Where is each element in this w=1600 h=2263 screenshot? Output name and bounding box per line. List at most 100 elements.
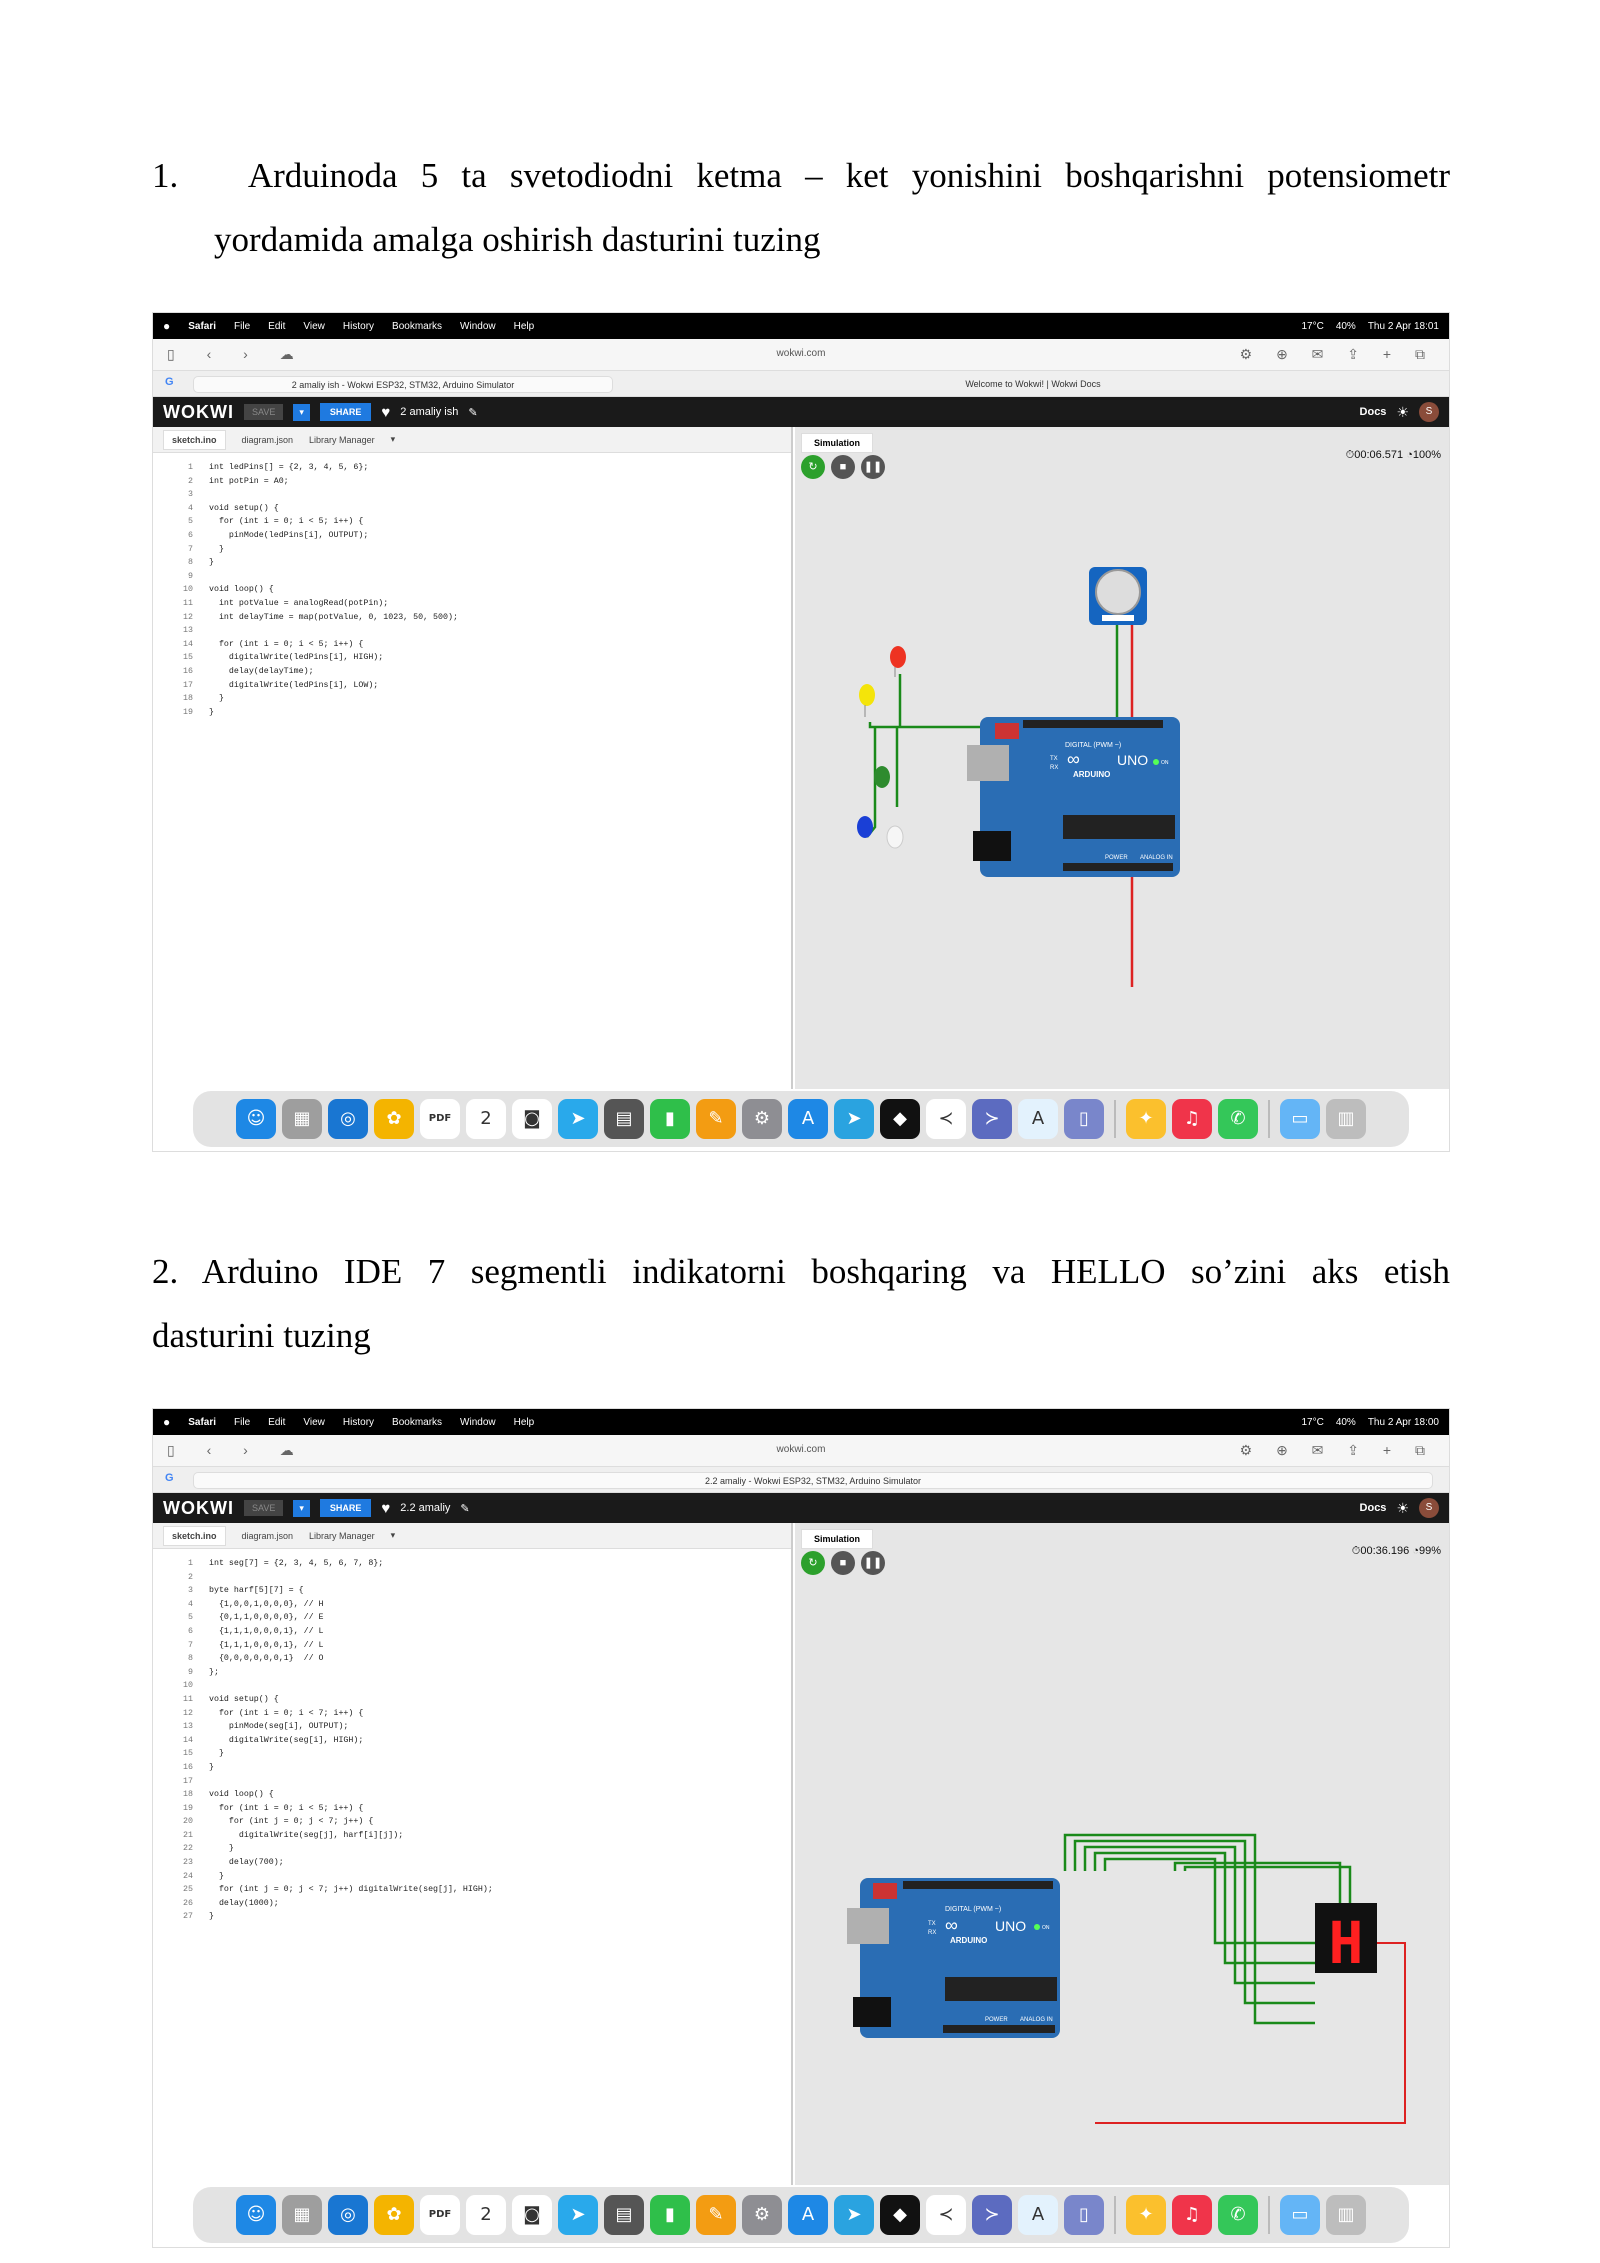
tab-wokwi-docs[interactable]: Welcome to Wokwi! | Wokwi Docs [633, 376, 1433, 393]
vscode-icon[interactable]: ≺ [926, 1099, 966, 1139]
finder-icon[interactable]: ☺ [236, 1099, 276, 1139]
save-button[interactable]: SAVE [243, 404, 284, 420]
project-name[interactable]: 2.2 amaliy [400, 1502, 451, 1514]
code-line[interactable]: 12 int delayTime = map(potValue, 0, 1023… [153, 611, 791, 625]
code-line[interactable]: 7 {1,1,1,0,0,0,1}, // L [153, 1639, 791, 1653]
launchpad-icon[interactable]: ▦ [282, 1099, 322, 1139]
code-line[interactable]: 12 for (int i = 0; i < 7; i++) { [153, 1707, 791, 1721]
code-text[interactable]: digitalWrite(seg[j], harf[i][j]); [209, 1830, 404, 1840]
menu-edit[interactable]: Edit [268, 1416, 286, 1428]
share-button[interactable]: SHARE [319, 1499, 372, 1517]
theme-sun-icon[interactable]: ☀ [1396, 403, 1409, 420]
potentiometer[interactable] [1089, 567, 1147, 625]
code-line[interactable]: 13 [153, 624, 791, 638]
phone-icon[interactable]: ✆ [1218, 2195, 1258, 2235]
code-text[interactable]: int ledPins[] = {2, 3, 4, 5, 6}; [209, 463, 369, 472]
code-line[interactable]: 13 pinMode(seg[i], OUTPUT); [153, 1720, 791, 1734]
code-text[interactable]: void loop() { [209, 1790, 274, 1800]
tab-library-manager[interactable]: Library Manager [309, 434, 375, 445]
code-text[interactable]: delay(1000); [209, 1898, 279, 1908]
code-text[interactable]: {1,1,1,0,0,0,1}, // L [209, 1626, 324, 1636]
calculator-icon[interactable]: ▤ [604, 2195, 644, 2235]
code-text[interactable]: void setup() { [209, 1694, 279, 1704]
trash-icon[interactable]: ▥ [1326, 2195, 1366, 2235]
tabs-menu-icon[interactable]: ▾ [390, 434, 396, 444]
code-line[interactable]: 27} [153, 1910, 791, 1924]
theme-sun-icon[interactable]: ☀ [1396, 1499, 1409, 1516]
telegram-icon[interactable]: ➤ [558, 2195, 598, 2235]
finder-icon[interactable]: ☺ [236, 2195, 276, 2235]
telegram-lite-icon[interactable]: ➤ [834, 1099, 874, 1139]
code-text[interactable]: for (int i = 0; i < 5; i++) { [209, 639, 364, 649]
menu-file[interactable]: File [234, 320, 251, 332]
code-text[interactable]: pinMode(seg[i], OUTPUT); [209, 1722, 349, 1732]
pdf-icon[interactable]: PDF [420, 1099, 460, 1139]
menu-help[interactable]: Help [513, 320, 535, 332]
menu-window[interactable]: Window [460, 1416, 496, 1428]
menu-safari[interactable]: Safari [188, 1416, 217, 1428]
menu-help[interactable]: Help [513, 1416, 535, 1428]
folder-icon[interactable]: ▭ [1280, 2195, 1320, 2235]
share-button[interactable]: SHARE [319, 403, 372, 421]
pause-icon[interactable]: ❚❚ [861, 1551, 885, 1575]
launchpad-icon[interactable]: ▦ [282, 2195, 322, 2235]
avatar[interactable]: S [1419, 402, 1439, 422]
code-text[interactable]: void loop() { [209, 585, 274, 595]
code-line[interactable]: 14 digitalWrite(seg[i], HIGH); [153, 1734, 791, 1748]
reset-button[interactable] [873, 1883, 897, 1899]
apple-icon[interactable]: ● [163, 1415, 171, 1429]
tab-diagram-json[interactable]: diagram.json [241, 1530, 294, 1541]
code-line[interactable]: 20 for (int j = 0; j < 7; j++) { [153, 1815, 791, 1829]
vpn-icon[interactable]: ◆ [880, 2195, 920, 2235]
menu-safari[interactable]: Safari [188, 320, 217, 332]
files-icon[interactable]: ▯ [1064, 1099, 1104, 1139]
photos-icon[interactable]: ✿ [374, 2195, 414, 2235]
safari-icon[interactable]: ◎ [328, 1099, 368, 1139]
code-line[interactable]: 6 pinMode(ledPins[i], OUTPUT); [153, 529, 791, 543]
vscode-icon[interactable]: ≺ [926, 2195, 966, 2235]
simulation-tab[interactable]: Simulation [801, 433, 874, 453]
reset-button[interactable] [995, 723, 1019, 739]
code-text[interactable]: } [209, 707, 214, 717]
code-line[interactable]: 22 } [153, 1842, 791, 1856]
pause-icon[interactable]: ❚❚ [861, 455, 885, 479]
code-line[interactable]: 7 } [153, 543, 791, 557]
led-green[interactable] [874, 766, 890, 788]
menu-window[interactable]: Window [460, 320, 496, 332]
code-text[interactable]: {1,1,1,0,0,0,1}, // L [209, 1640, 324, 1650]
music-icon[interactable]: ♫ [1172, 2195, 1212, 2235]
save-button[interactable]: SAVE [243, 1500, 284, 1516]
code-text[interactable]: digitalWrite(seg[i], HIGH); [209, 1735, 364, 1745]
pdf-icon[interactable]: PDF [420, 2195, 460, 2235]
menu-bookmarks[interactable]: Bookmarks [392, 320, 443, 332]
browser-nav-icons[interactable]: ▯ ‹ › ☁ [167, 1442, 308, 1458]
settings-icon[interactable]: ⚙ [742, 2195, 782, 2235]
code-text[interactable]: digitalWrite(ledPins[i], HIGH); [209, 653, 384, 663]
code-text[interactable]: {1,0,0,1,0,0,0}, // H [209, 1599, 324, 1609]
seven-segment-display[interactable]: H [1315, 1903, 1377, 1977]
tab-sketch-ino[interactable]: sketch.ino [163, 429, 226, 450]
code-text[interactable]: } [209, 1871, 224, 1881]
code-line[interactable]: 15 digitalWrite(ledPins[i], HIGH); [153, 651, 791, 665]
tab-wokwi-project[interactable]: 2 amaliy ish - Wokwi ESP32, STM32, Ardui… [193, 376, 613, 393]
code-line[interactable]: 17 digitalWrite(ledPins[i], LOW); [153, 679, 791, 693]
edit-pencil-icon[interactable]: ✎ [468, 406, 478, 419]
google-icon[interactable]: G [165, 376, 174, 388]
heart-icon[interactable]: ♥ [381, 1499, 391, 1517]
led-blue[interactable] [857, 816, 873, 838]
docs-link[interactable]: Docs [1359, 406, 1387, 418]
wokwi-logo[interactable]: WOKWI [163, 401, 234, 422]
code-text[interactable]: delay(delayTime); [209, 666, 314, 676]
edit-pencil-icon[interactable]: ✎ [460, 1502, 470, 1515]
code-line[interactable]: 21 digitalWrite(seg[j], harf[i][j]); [153, 1829, 791, 1843]
code-text[interactable]: delay(700); [209, 1858, 284, 1868]
screenshot-icon[interactable]: ◙ [512, 1099, 552, 1139]
code-text[interactable]: pinMode(ledPins[i], OUTPUT); [209, 530, 369, 540]
calendar-icon[interactable]: 2 [466, 1099, 506, 1139]
code-line[interactable]: 16} [153, 1761, 791, 1775]
code-line[interactable]: 2 [153, 1571, 791, 1585]
code-text[interactable]: for (int j = 0; j < 7; j++) { [209, 1817, 374, 1827]
